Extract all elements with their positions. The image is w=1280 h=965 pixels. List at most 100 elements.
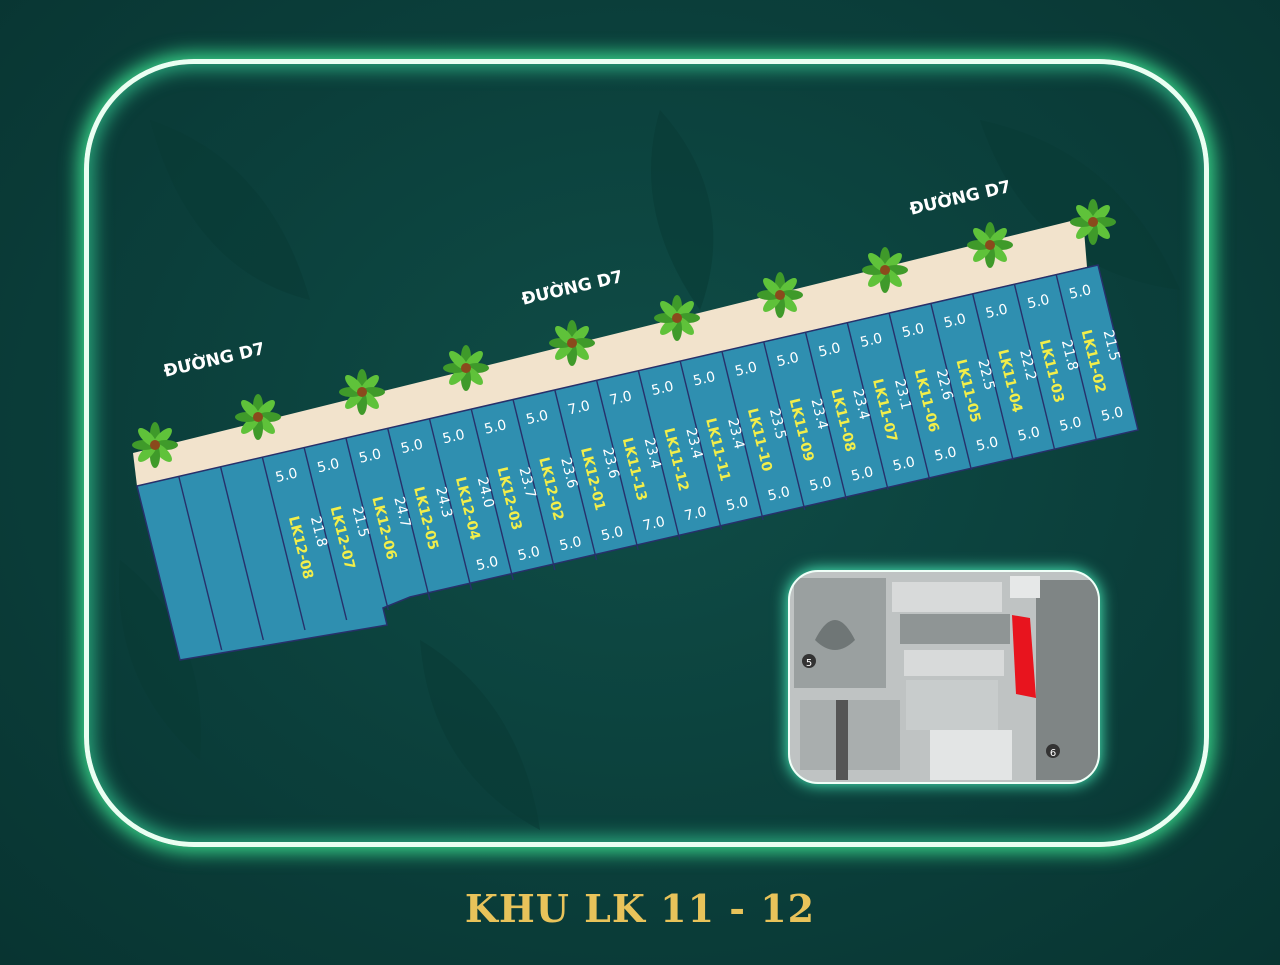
lot-top-width: 5.0 [650, 379, 675, 400]
lot-depth: 23.6 [599, 446, 622, 480]
lot-depth: 23.4 [808, 397, 831, 431]
lot-depth: 23.4 [682, 426, 705, 460]
lot-divider [345, 437, 389, 611]
lot-bottom-width: 5.0 [558, 534, 583, 555]
tree-row [132, 199, 1116, 468]
lot-divider [971, 293, 1014, 461]
lot-bottom-width: 5.0 [933, 444, 958, 465]
lot-divider [846, 322, 889, 491]
lot-depth: 21.5 [349, 505, 372, 539]
lot-divider [763, 341, 806, 511]
lot-bottom-width: 5.0 [1058, 414, 1083, 435]
lot-depth: 24.7 [390, 495, 413, 529]
lot-depth: 23.7 [515, 466, 538, 500]
lot-depth: 23.5 [766, 407, 789, 441]
lot-depth: 24.3 [432, 485, 455, 519]
leaf-background [119, 110, 1180, 830]
lot-divider [1013, 284, 1056, 451]
lot-divider [721, 351, 764, 521]
lot-top-width: 5.0 [984, 301, 1009, 322]
mini-label-6: 6 [1050, 748, 1056, 759]
palm-tree-icon [1070, 199, 1116, 245]
lot-divider [219, 466, 264, 641]
lot-bottom-width: 5.0 [600, 524, 625, 545]
sidewalk-strip [133, 218, 1087, 486]
lot-divider [261, 457, 306, 631]
lot-bottom-width: 7.0 [641, 514, 666, 535]
lot-divider [804, 332, 848, 501]
lot-depth: 23.4 [849, 387, 872, 421]
lot-bottom-width: 5.0 [1100, 404, 1125, 425]
lot-divider [554, 389, 598, 561]
lot-depth: 23.4 [641, 436, 664, 470]
lots-area [136, 264, 1139, 661]
palm-tree-icon [757, 272, 803, 318]
lot-depth: 21.8 [1058, 338, 1081, 372]
page-title: KHU LK 11 - 12 [464, 886, 816, 931]
lot-top-width: 5.0 [274, 465, 299, 486]
palm-tree-icon [654, 295, 700, 341]
lot-divider [637, 370, 681, 541]
lot-top-width: 5.0 [357, 446, 382, 467]
lot-bottom-width: 5.0 [975, 434, 1000, 455]
lot-divider [1055, 274, 1098, 441]
lot-top-width: 5.0 [942, 311, 967, 332]
lots-block: LK12-0821.85.0LK12-0721.55.0LK12-0624.75… [133, 218, 1139, 661]
lot-top-width: 5.0 [775, 350, 800, 371]
palm-tree-icon [235, 394, 281, 440]
lot-bottom-width: 5.0 [475, 554, 500, 575]
lot-top-width: 5.0 [1068, 282, 1093, 303]
palm-tree-icon [443, 345, 489, 391]
lot-top-width: 5.0 [399, 436, 424, 457]
lot-divider [303, 447, 348, 621]
lot-depth: 24.0 [474, 475, 497, 509]
palm-tree-icon [549, 320, 595, 366]
mini-label-5: 5 [806, 658, 812, 669]
lot-divider [679, 360, 723, 531]
lot-depth: 23.1 [891, 377, 914, 411]
lot-bottom-width: 5.0 [516, 544, 541, 565]
lot-bottom-width: 5.0 [725, 494, 750, 515]
lot-divider [512, 399, 556, 571]
lot-bottom-width: 5.0 [766, 484, 791, 505]
lot-divider [178, 476, 223, 651]
palm-tree-icon [862, 247, 908, 293]
palm-tree-icon [967, 222, 1013, 268]
lot-bottom-width: 5.0 [808, 474, 833, 495]
lot-top-width: 5.0 [316, 456, 341, 477]
lot-divider [428, 418, 473, 591]
lot-depth: 22.2 [1016, 348, 1039, 382]
lot-depth: 23.6 [557, 456, 580, 490]
lot-divider [930, 303, 973, 471]
lot-bottom-width: 5.0 [850, 464, 875, 485]
lot-divider [888, 312, 931, 481]
lot-top-width: 5.0 [441, 427, 466, 448]
palm-tree-icon [132, 422, 178, 468]
lot-top-width: 5.0 [1026, 292, 1051, 313]
lot-bottom-width: 5.0 [1016, 424, 1041, 445]
lot-top-width: 7.0 [608, 388, 633, 409]
mini-map[interactable]: 5 6 [788, 570, 1100, 784]
lot-depth: 23.4 [724, 417, 747, 451]
lot-bottom-width: 5.0 [891, 454, 916, 475]
lot-top-width: 5.0 [483, 417, 508, 438]
lot-depth: 21.8 [307, 515, 330, 549]
lot-divider [387, 428, 431, 601]
lot-top-width: 5.0 [817, 340, 842, 361]
lot-divider [470, 408, 514, 581]
lot-top-width: 7.0 [566, 398, 591, 419]
lot-depth: 22.6 [933, 368, 956, 402]
lot-depth: 22.5 [974, 358, 997, 392]
lot-top-width: 5.0 [900, 321, 925, 342]
lot-divider [595, 380, 639, 551]
lot-top-width: 5.0 [859, 330, 884, 351]
lot-depth: 21.5 [1100, 328, 1123, 362]
palm-tree-icon [339, 369, 385, 415]
highlight-block [1012, 615, 1036, 698]
lot-top-width: 5.0 [525, 408, 550, 429]
lot-top-width: 5.0 [733, 359, 758, 380]
lot-bottom-width: 7.0 [683, 504, 708, 525]
glow-frame [84, 59, 1209, 847]
lot-top-width: 5.0 [692, 369, 717, 390]
